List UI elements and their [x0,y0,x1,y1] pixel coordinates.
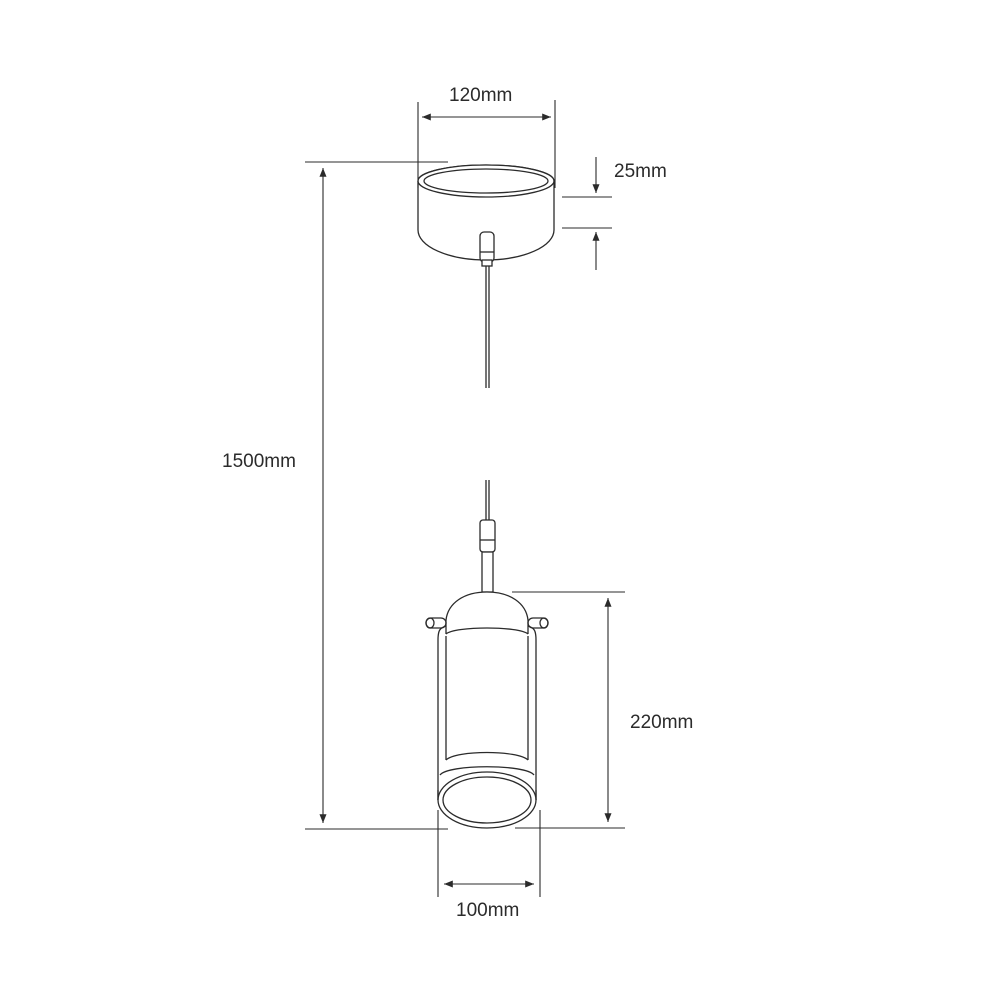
shade-height-label: 220mm [630,712,694,733]
shade-width-label: 100mm [456,900,520,921]
suspension-cable [485,266,490,520]
dimension-shade-width [437,810,541,897]
dimension-overall-drop [305,161,448,830]
dimension-canopy-height [562,157,612,270]
cable-grip-bottom [479,519,496,593]
canopy-width-label: 120mm [449,85,513,106]
dimension-canopy-width [417,100,556,188]
right-screw [527,617,549,629]
dimension-shade-height [512,591,625,829]
canopy-height-label: 25mm [614,161,667,182]
lamp-shade [425,591,549,829]
cable-grip-top [479,231,495,267]
overall-drop-label: 1500mm [222,451,296,472]
left-screw [425,617,447,629]
